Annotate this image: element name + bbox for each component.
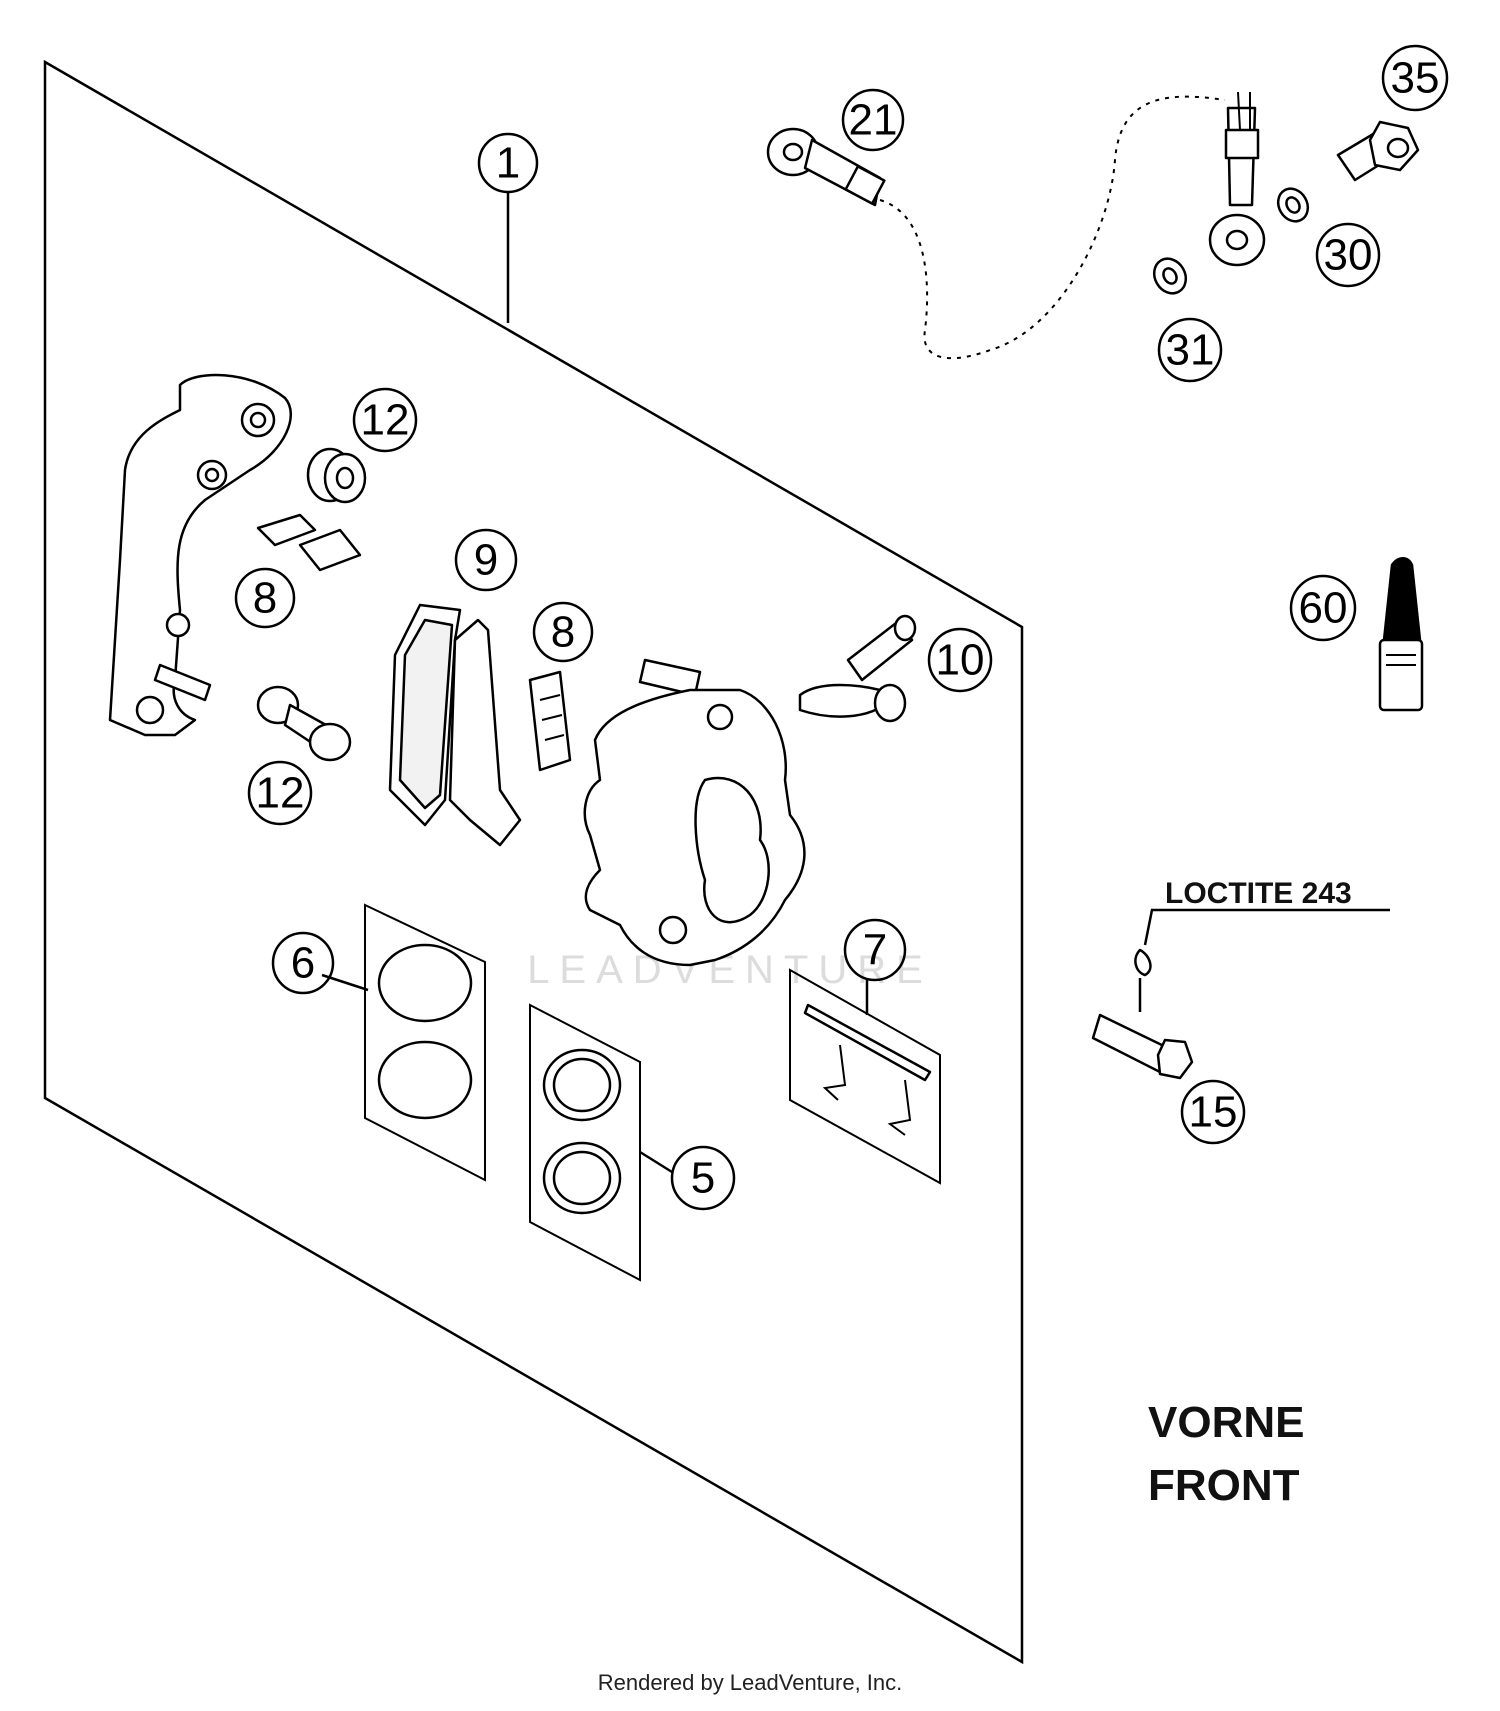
callout-12-top: 12 [352, 387, 418, 453]
bleeder-valve [798, 614, 917, 723]
callout-number: 35 [1391, 54, 1440, 103]
callout-number: 8 [253, 574, 277, 623]
washer-31-hole [1162, 267, 1178, 285]
callout-12-bottom: 12 [247, 760, 313, 826]
callout-number: 60 [1299, 584, 1348, 633]
banjo-fitting-left [766, 127, 886, 207]
callout-5: 5 [670, 1145, 736, 1211]
footer-credit: Rendered by LeadVenture, Inc. [598, 1670, 903, 1695]
loctite-bottle [1378, 557, 1424, 712]
callout-number: 12 [256, 769, 305, 818]
callout-number: 1 [496, 139, 520, 188]
kit-board [43, 59, 1024, 1665]
callout-number: 30 [1324, 231, 1373, 280]
callout-7: 7 [843, 918, 907, 982]
pad-spring-middle [528, 670, 572, 772]
callout-number: 5 [691, 1154, 715, 1203]
callout-number: 9 [474, 536, 498, 585]
callout-number: 12 [361, 396, 410, 445]
banjo-fitting-right [1208, 91, 1266, 267]
loctite-note: LOCTITE 243 [1165, 877, 1352, 910]
brake-line [766, 91, 1420, 360]
callout-60: 60 [1289, 574, 1357, 642]
callout-number: 21 [849, 96, 898, 145]
caliper-screw [1091, 948, 1194, 1080]
position-label-en: FRONT [1148, 1461, 1300, 1510]
callout-1: 1 [477, 132, 539, 194]
guide-pin [256, 685, 352, 762]
position-label-de: VORNE [1148, 1398, 1304, 1447]
callout-number: 7 [863, 926, 887, 975]
callout-9: 9 [454, 528, 518, 592]
washer-30-hole [1285, 196, 1301, 214]
callout-8-top: 8 [234, 567, 296, 629]
callout-8-middle: 8 [532, 601, 594, 663]
caliper-support-bracket [108, 373, 293, 737]
pad-pin-kit [789, 968, 941, 1185]
callout-number: 15 [1189, 1088, 1238, 1137]
callout-10: 10 [927, 627, 993, 693]
callout-number: 8 [551, 608, 575, 657]
callout-number: 6 [291, 939, 315, 988]
brake-pads [388, 603, 522, 847]
guide-bush-top [306, 447, 367, 504]
caliper-body [583, 658, 806, 967]
callout-30: 30 [1315, 222, 1381, 288]
callout-6: 6 [271, 931, 335, 995]
leader-5 [639, 1150, 673, 1174]
callout-15: 15 [1180, 1079, 1246, 1145]
callout-31: 31 [1157, 317, 1223, 383]
loctite-leader [1143, 908, 1390, 946]
callout-number: 31 [1166, 326, 1215, 375]
pistons-kit [364, 903, 486, 1182]
callout-number: 10 [936, 636, 985, 685]
pad-spring-top [256, 513, 362, 572]
banjo-bolt [1336, 120, 1420, 182]
seals-kit [529, 1003, 641, 1282]
callout-35: 35 [1381, 44, 1449, 112]
callout-21: 21 [841, 88, 905, 152]
